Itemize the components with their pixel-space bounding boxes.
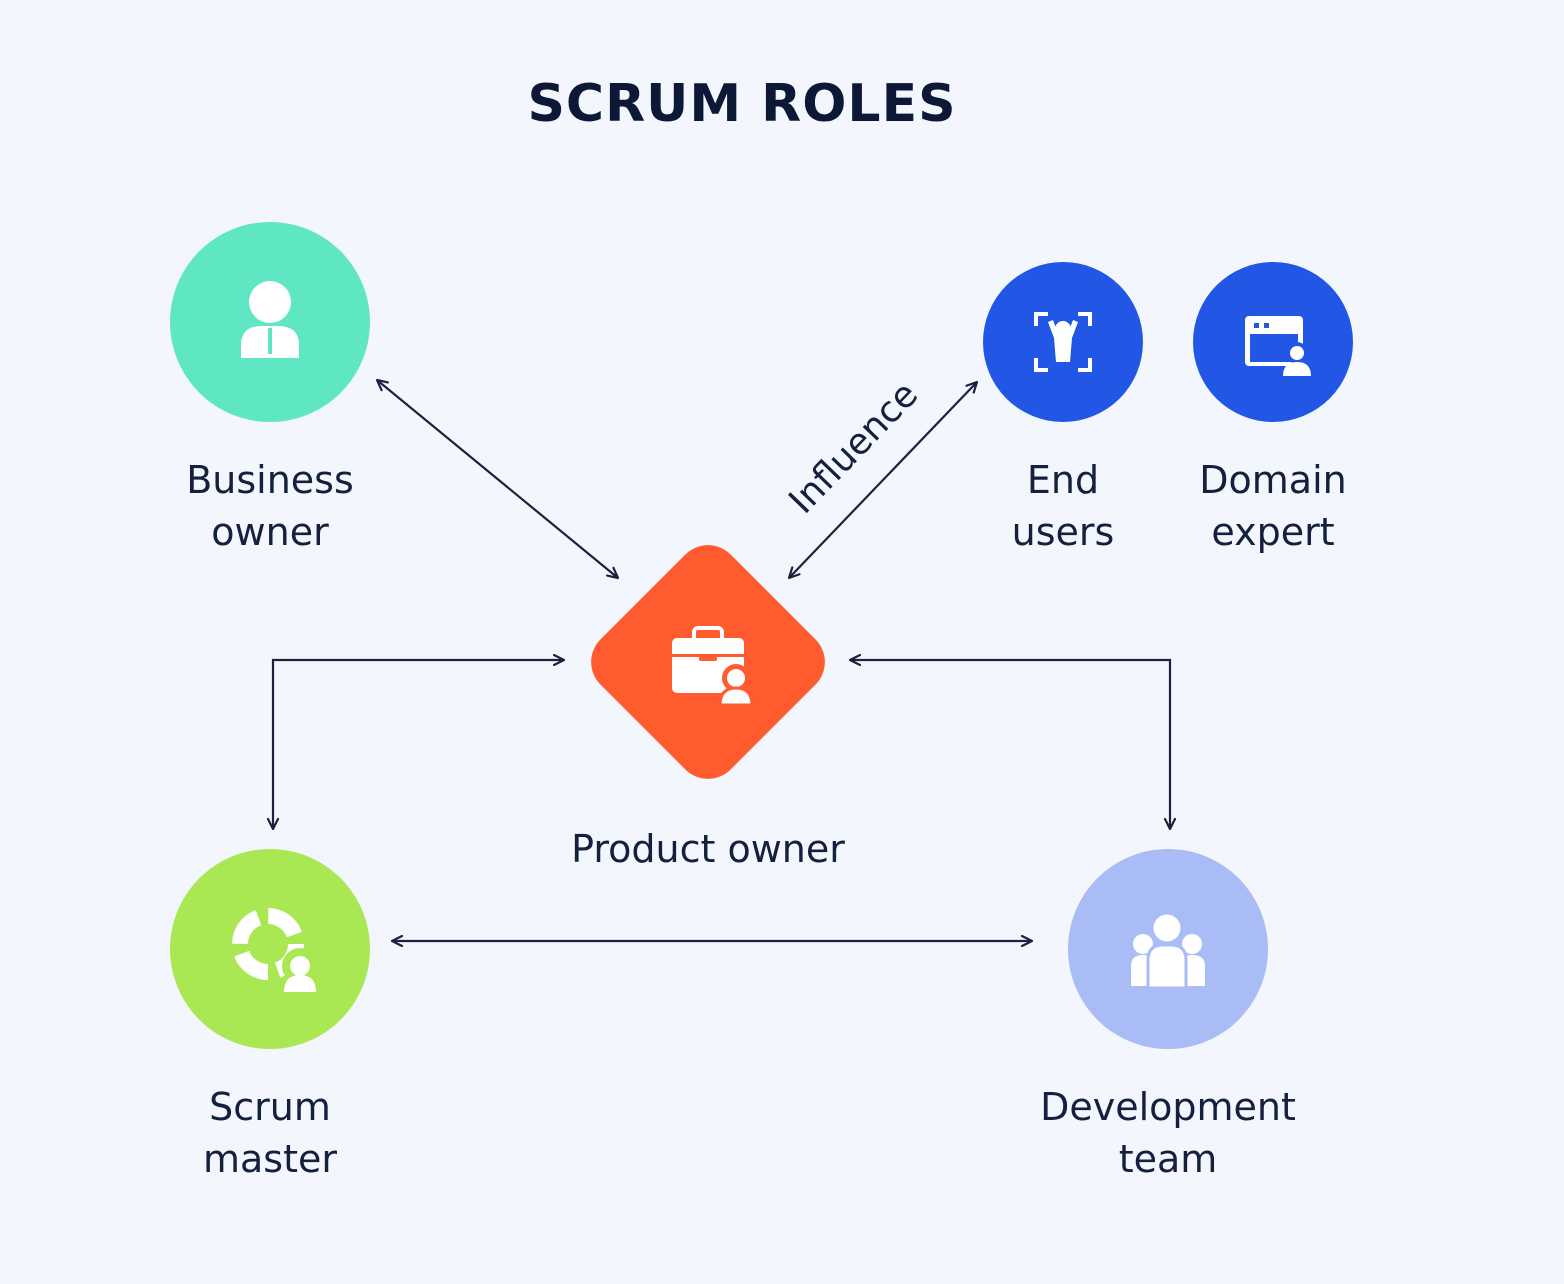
- end-users-node: [983, 262, 1143, 422]
- scrum-master-node: [170, 849, 370, 1049]
- influence-label: Influence: [781, 374, 926, 522]
- team-icon: [1131, 911, 1205, 990]
- product-owner-node: [591, 545, 825, 779]
- cycle-user-icon: [232, 908, 318, 992]
- domain-expert-node: [1193, 262, 1353, 422]
- business-owner-label: Business owner: [186, 458, 354, 554]
- diagram-title: SCRUM ROLES: [527, 74, 957, 134]
- arrow-product-owner-development-team: [850, 660, 1170, 829]
- briefcase-user-icon: [672, 626, 754, 707]
- development-team-node: [1068, 849, 1268, 1049]
- development-team-label: Development team: [1040, 1085, 1296, 1181]
- business-owner-node: [170, 222, 370, 422]
- arrow-scrum-master-product-owner: [273, 660, 564, 829]
- scrum-master-label: Scrum master: [202, 1085, 337, 1181]
- domain-expert-label: Domain expert: [1199, 458, 1347, 554]
- end-users-label: End users: [1011, 458, 1115, 554]
- arrow-business-owner-product-owner: [377, 380, 618, 578]
- user-focus-icon: [1034, 312, 1092, 372]
- businessman-icon: [241, 281, 299, 358]
- arrow-product-owner-end-users: [789, 382, 977, 578]
- product-owner-label: Product owner: [571, 827, 845, 871]
- browser-user-icon: [1245, 316, 1311, 376]
